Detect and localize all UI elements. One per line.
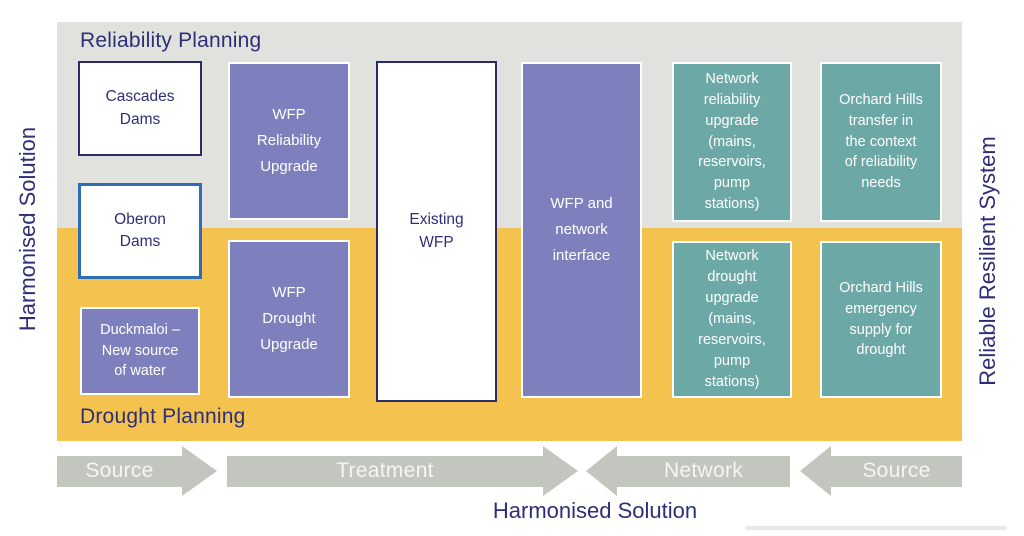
flow-arrow-source-left: Source — [800, 446, 962, 496]
box-label: Duckmaloi – New source of water — [100, 321, 180, 380]
box-label: WFP Reliability Upgrade — [256, 105, 322, 176]
box-label: Cascades Dams — [105, 88, 175, 128]
box-label: Orchard Hills transfer in the context of… — [839, 91, 923, 192]
box-oberon-dams: Oberon Dams — [78, 183, 202, 279]
box-label: Oberon Dams — [114, 210, 166, 250]
footer-divider — [745, 526, 1007, 530]
arrow-right-icon — [182, 446, 217, 496]
reliability-band-title: Reliability Planning — [80, 29, 262, 52]
flow-arrow-treatment: Treatment — [227, 446, 578, 496]
box-orchard-hills-transfer: Orchard Hills transfer in the context of… — [820, 62, 942, 222]
box-orchard-hills-emergency: Orchard Hills emergency supply for droug… — [820, 241, 942, 398]
box-network-drought-upgrade: Network drought upgrade (mains, reservoi… — [672, 241, 792, 398]
arrow-label: Source — [57, 455, 182, 487]
footer-harmonised-solution-label: Harmonised Solution — [492, 498, 698, 523]
box-label: WFP and network interface — [550, 194, 613, 265]
box-wfp-network-interface: WFP and network interface — [521, 62, 642, 398]
flow-arrow-source-right: Source — [57, 446, 217, 496]
box-cascades-dams: Cascades Dams — [78, 61, 202, 156]
box-existing-wfp: Existing WFP — [376, 61, 497, 402]
arrow-label: Network — [617, 455, 790, 487]
box-network-reliability-upgrade: Network reliability upgrade (mains, rese… — [672, 62, 792, 222]
drought-planning-band: Drought Planning — [57, 228, 962, 441]
left-axis-label: Harmonised Solution — [15, 126, 40, 332]
box-wfp-reliability-upgrade: WFP Reliability Upgrade — [228, 62, 350, 220]
reliability-planning-band: Reliability Planning — [57, 22, 962, 228]
box-label: Existing WFP — [409, 211, 464, 251]
right-axis-label: Reliable Resilient System — [975, 136, 1000, 386]
box-label: WFP Drought Upgrade — [260, 283, 318, 354]
box-duckmaloi-new-source: Duckmaloi – New source of water — [80, 307, 200, 395]
arrow-label: Treatment — [227, 455, 543, 487]
arrow-right-icon — [543, 446, 578, 496]
drought-band-title: Drought Planning — [80, 405, 246, 428]
arrow-left-icon — [586, 446, 617, 496]
box-wfp-drought-upgrade: WFP Drought Upgrade — [228, 240, 350, 398]
arrow-left-icon — [800, 446, 831, 496]
flow-arrow-network: Network — [586, 446, 790, 496]
box-label: Network drought upgrade (mains, reservoi… — [698, 248, 766, 390]
arrow-label: Source — [831, 455, 962, 487]
box-label: Network reliability upgrade (mains, rese… — [698, 70, 766, 213]
box-label: Orchard Hills emergency supply for droug… — [839, 279, 923, 359]
